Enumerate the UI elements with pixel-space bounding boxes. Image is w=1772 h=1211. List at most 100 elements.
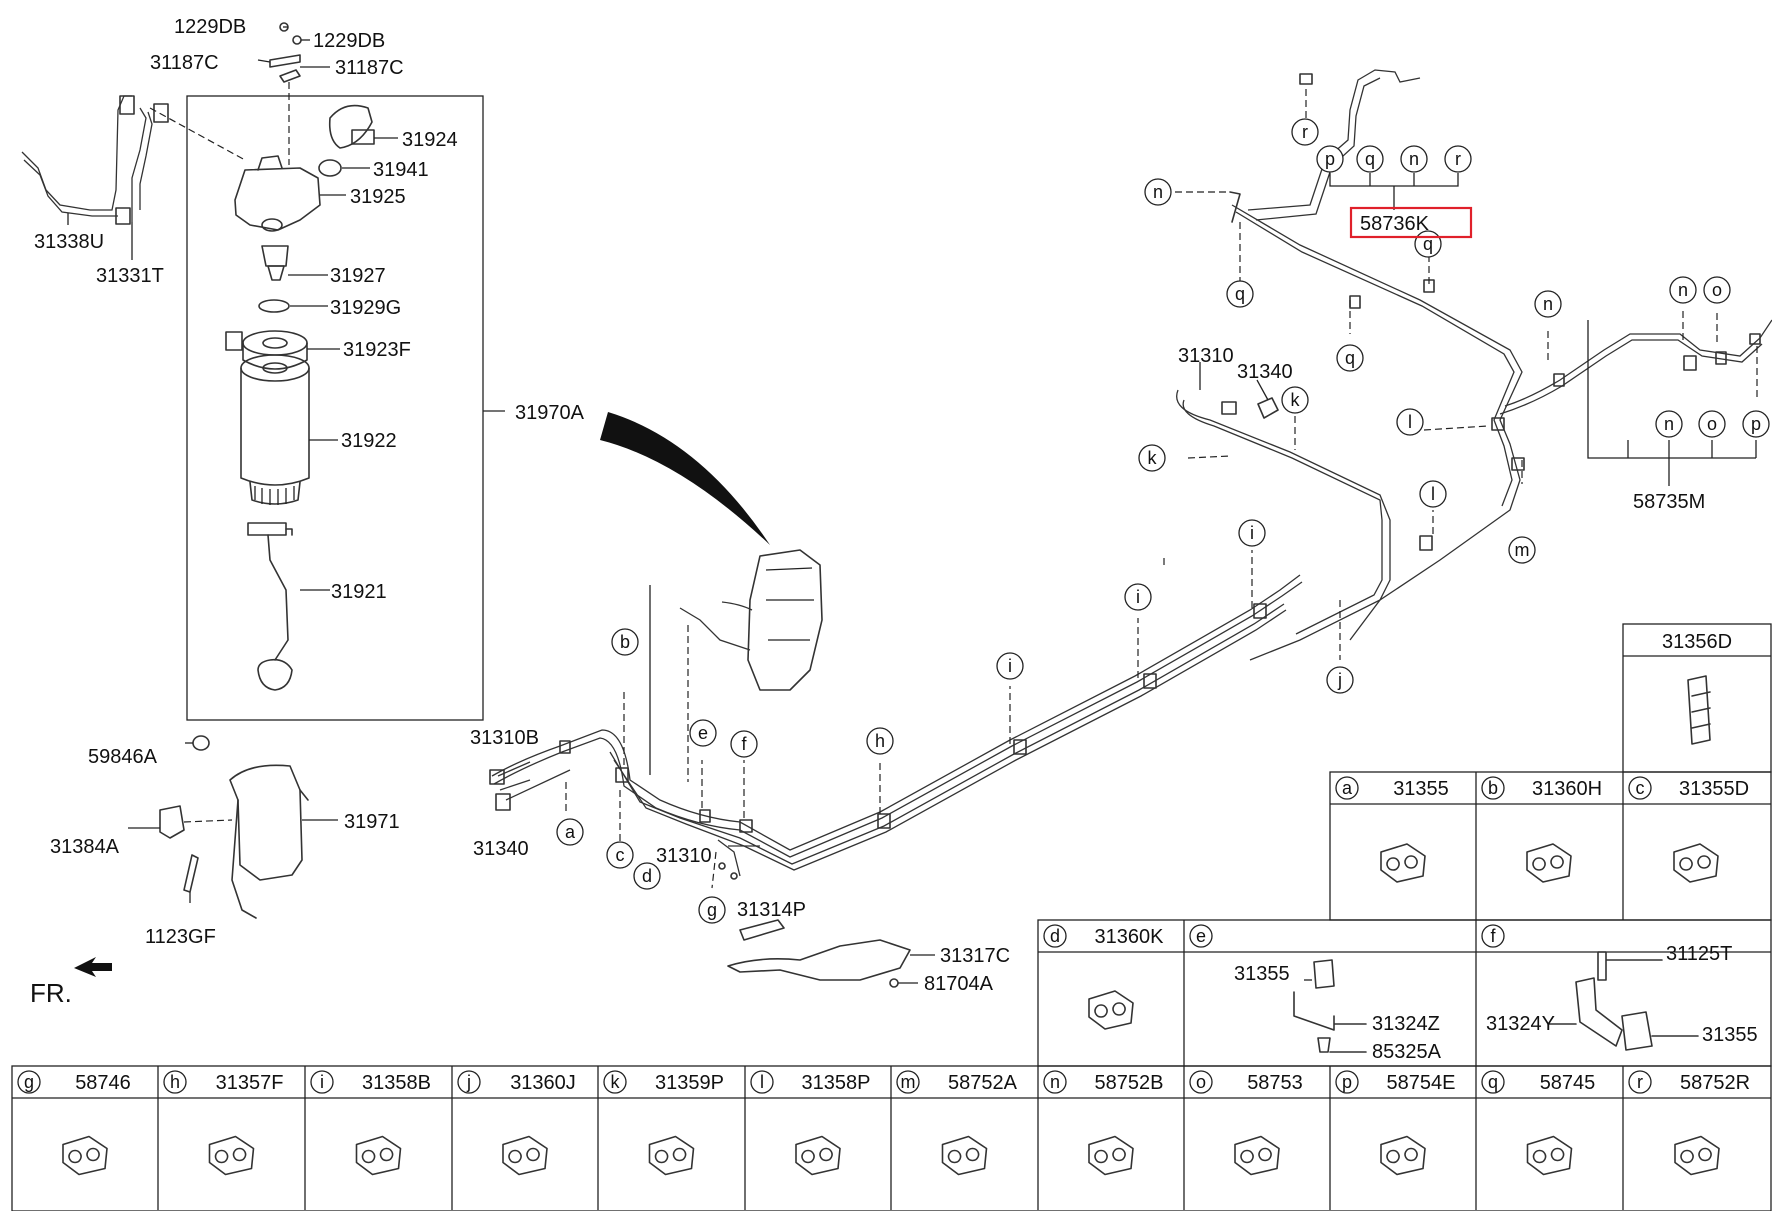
- label-81704a: 81704A: [924, 973, 994, 995]
- legend-code: 31360K: [1095, 926, 1165, 948]
- letter-n-4: n: [1409, 149, 1419, 169]
- label-1123gf: 1123GF: [145, 926, 216, 948]
- label-31927: 31927: [330, 265, 386, 287]
- legend-letter: b: [1488, 778, 1498, 798]
- letter-m: m: [1515, 540, 1530, 560]
- clip-icon: [208, 1135, 255, 1176]
- legend-letter-circle: [1335, 1070, 1359, 1094]
- legend-letter: k: [611, 1072, 621, 1092]
- legend-letter: p: [1342, 1072, 1352, 1092]
- label-31971: 31971: [344, 811, 400, 833]
- letter-q-2: q: [1423, 234, 1433, 254]
- legend-letter: l: [760, 1072, 764, 1092]
- legend-31356d-code: 31356D: [1662, 631, 1732, 653]
- legend-letter: m: [901, 1072, 916, 1092]
- legend-code: 58746: [75, 1072, 131, 1094]
- fuel-filter-assembly: [21, 22, 505, 721]
- letter-i-2: i: [1136, 587, 1140, 607]
- pointer-arrow: [600, 412, 770, 545]
- bolt-icon: [1597, 951, 1663, 981]
- legend-code: 31359P: [655, 1072, 724, 1094]
- legend-letter-circle: [1043, 924, 1067, 948]
- letter-n-5: n: [1664, 414, 1674, 434]
- clip-icon: [1234, 1135, 1280, 1176]
- label-31922: 31922: [341, 430, 397, 452]
- letter-i-1: i: [1008, 656, 1012, 676]
- label-31925: 31925: [350, 186, 406, 208]
- legend-code: 31357F: [216, 1072, 284, 1094]
- letter-b: b: [620, 632, 630, 652]
- clip-icon: [941, 1135, 988, 1176]
- legend-cell-p: p 58754E: [1335, 1070, 1456, 1176]
- clip-icon: [502, 1135, 548, 1176]
- clip-icon: [1526, 1135, 1573, 1176]
- letter-n-3: n: [1678, 280, 1688, 300]
- label-31187c-a: 31187C: [150, 52, 219, 74]
- legend-code: 31360H: [1532, 778, 1602, 800]
- legend-letter-circle: [1628, 776, 1652, 800]
- clip-icon: [1674, 1135, 1720, 1176]
- label-31331t: 31331T: [96, 265, 164, 287]
- clip-icon: [355, 1135, 402, 1176]
- legend-code: 31355: [1393, 778, 1449, 800]
- letter-l-1: l: [1408, 412, 1412, 432]
- letter-r-2: r: [1455, 149, 1461, 169]
- letter-d: d: [642, 866, 652, 886]
- letter-q-1: q: [1365, 149, 1375, 169]
- letter-g: g: [707, 900, 717, 920]
- label-31340-a: 31340: [473, 838, 529, 860]
- legend-letter-circle: [457, 1070, 481, 1094]
- legend-letter-circle: [896, 1070, 920, 1094]
- label-31310b: 31310B: [470, 727, 539, 749]
- legend-subpart-label: 31355: [1234, 963, 1290, 985]
- label-31187c-b: 31187C: [335, 57, 404, 79]
- legend-letter-circle: [163, 1070, 187, 1094]
- legend-subpart-label: 31125T: [1666, 943, 1732, 965]
- legend-letter-circle: [1628, 1070, 1652, 1094]
- label-31941: 31941: [373, 159, 429, 181]
- legend-letter: j: [466, 1072, 471, 1092]
- letter-r-1: r: [1302, 122, 1308, 142]
- letter-k-1: k: [1291, 390, 1301, 410]
- legend-letter-circle: [17, 1070, 41, 1094]
- legend-letter: n: [1050, 1072, 1060, 1092]
- label-31338u: 31338U: [34, 231, 104, 253]
- legend-code: 58754E: [1387, 1072, 1456, 1094]
- label-31970a: 31970A: [515, 402, 585, 424]
- legend-letter: e: [1196, 926, 1206, 946]
- label-31384a: 31384A: [50, 836, 120, 858]
- clip-icon: [1088, 1135, 1134, 1176]
- label-31929g: 31929G: [330, 297, 401, 319]
- bolt-icon: [1317, 1037, 1367, 1053]
- letter-f: f: [741, 734, 747, 754]
- legend-31356d-icon: [1687, 675, 1711, 745]
- clip-icon: [1673, 843, 1719, 883]
- letter-c: c: [616, 845, 625, 865]
- letter-i-3: i: [1250, 523, 1254, 543]
- legend-letter-circle: [603, 1070, 627, 1094]
- legend-letter: c: [1636, 778, 1645, 798]
- legend-letter: o: [1196, 1072, 1206, 1092]
- legend-letter-circle: [1189, 1070, 1213, 1094]
- part-number-callouts: 1229DB 1229DB 31187C 31187C 31924 31941 …: [30, 16, 1705, 1008]
- letter-p-1: p: [1325, 149, 1335, 169]
- legend-code: 58752R: [1680, 1072, 1750, 1094]
- label-58736k: 58736K: [1360, 213, 1430, 235]
- legend-letter: f: [1490, 926, 1496, 946]
- label-31310-a: 31310: [656, 845, 712, 867]
- legend-subpart-label: 31355: [1702, 1024, 1758, 1046]
- letter-q-3: q: [1235, 284, 1245, 304]
- legend-letter-circle: [1481, 1070, 1505, 1094]
- front-direction-arrow: [74, 957, 112, 977]
- clip-icon: [1088, 990, 1134, 1030]
- label-31340-b: 31340: [1237, 361, 1293, 383]
